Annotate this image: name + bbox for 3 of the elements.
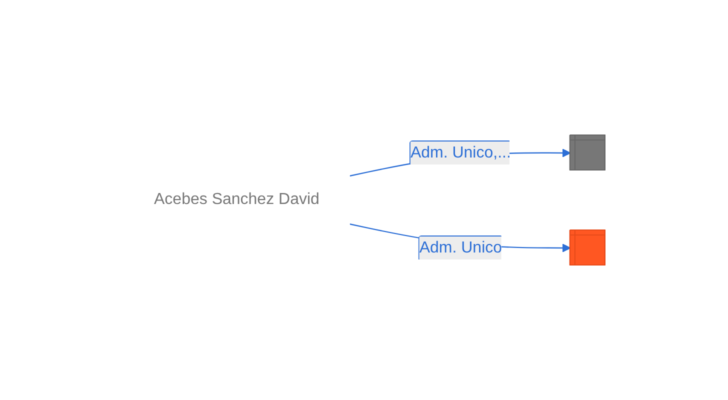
node-text: Acebes Sanchez David <box>154 191 319 208</box>
edge-label: Adm. Unico,... <box>410 144 510 162</box>
edge-label: Adm. Unico <box>418 240 502 256</box>
